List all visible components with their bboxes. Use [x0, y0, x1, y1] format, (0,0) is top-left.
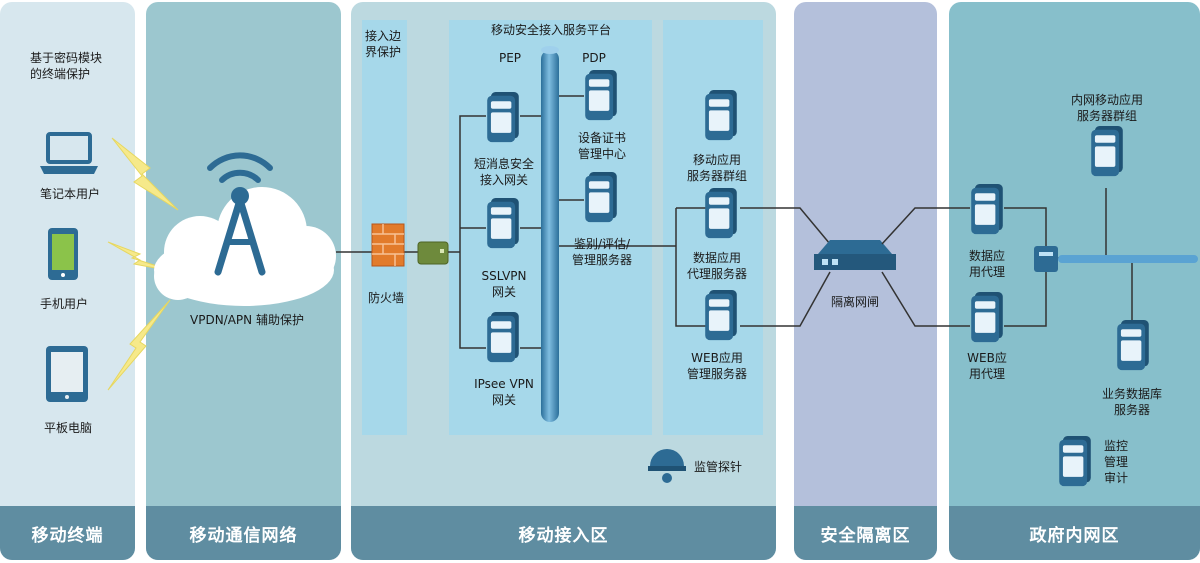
- zone-isolation-label: 安全隔离区: [794, 506, 937, 560]
- switch-icon: [417, 241, 449, 265]
- sslvpn-gateway-server-icon: [487, 198, 519, 249]
- sms-gateway-server-icon: [487, 92, 519, 143]
- monitor-label: 监管探针: [694, 460, 743, 474]
- intranet-cluster-label: 内网移动应用 服务器群组: [1070, 93, 1143, 123]
- web-proxy-icon: [971, 292, 1003, 343]
- mobile-app-cluster-server-icon: [705, 90, 737, 141]
- sms-gateway-label: 短消息安全 接入网关: [473, 157, 534, 187]
- biz-db-label: 业务数据库 服务器: [1101, 387, 1162, 417]
- cert-center-label: 设备证书 管理中心: [577, 131, 626, 161]
- antenna-top-icon: [231, 187, 249, 205]
- firewall-label: 防火墙: [367, 291, 404, 305]
- antenna-tower-icon: [207, 152, 273, 276]
- phone-icon: [48, 228, 78, 280]
- platform-title: 移动安全接入服务平台: [490, 23, 611, 37]
- web-proxy-label: WEB应 用代理: [967, 351, 1007, 381]
- zone-terminal-label: 移动终端: [0, 506, 135, 560]
- data-proxy-server-icon: [705, 188, 737, 239]
- vpdn-label: VPDN/APN 辅助保护: [190, 313, 304, 327]
- intranet-bus-pipe: [1058, 255, 1198, 263]
- monitor-probe-icon: [648, 449, 686, 483]
- lightning-bolt-1: [111, 137, 179, 211]
- data-proxy-icon: [971, 184, 1003, 235]
- auth-server-icon: [585, 172, 617, 223]
- pdp-label: PDP: [582, 51, 606, 65]
- zone-network-label: 移动通信网络: [146, 506, 341, 560]
- laptop-icon: [40, 132, 98, 174]
- intranet-switch-icon: [1034, 246, 1058, 272]
- gatekeeper-label: 隔离网闸: [830, 295, 879, 309]
- audit-label: 监控 管理 审计: [1104, 439, 1129, 485]
- lightning-bolt-3: [107, 299, 171, 391]
- terminal-header: 基于密码模块 的终端保护: [30, 51, 103, 81]
- cert-center-server-icon: [585, 70, 617, 121]
- intranet-cluster-server-icon: [1091, 126, 1123, 177]
- border-protection-title: 接入边 界保护: [365, 29, 402, 59]
- zone-access-label: 移动接入区: [351, 506, 776, 560]
- web-server-label: WEB应用 管理服务器: [686, 351, 747, 381]
- firewall-icon: [371, 223, 405, 267]
- laptop-label: 笔记本用户: [39, 187, 100, 201]
- mobile-app-cluster-label: 移动应用 服务器群组: [686, 153, 747, 183]
- pep-label: PEP: [498, 51, 522, 65]
- data-proxy-server-label: 数据应用 代理服务器: [686, 251, 747, 281]
- ipsec-label: IPsee VPN 网关: [474, 377, 534, 407]
- gatekeeper-icon: [814, 240, 896, 270]
- platform-bus-pipe: [541, 50, 559, 422]
- sslvpn-label: SSLVPN 网关: [481, 269, 527, 299]
- biz-db-server-icon: [1117, 320, 1149, 371]
- zone-terminal: 移动终端: [0, 2, 135, 560]
- ipsec-gateway-server-icon: [487, 312, 519, 363]
- audit-server-icon: [1059, 436, 1091, 487]
- data-proxy-label: 数据应 用代理: [968, 249, 1005, 279]
- phone-label: 手机用户: [39, 297, 88, 311]
- tablet-label: 平板电脑: [43, 421, 92, 435]
- auth-server-label: 鉴别/评估/ 管理服务器: [571, 237, 632, 267]
- web-server-icon: [705, 290, 737, 341]
- tablet-icon: [46, 346, 88, 402]
- zone-isolation: 安全隔离区: [794, 2, 937, 560]
- zone-intranet-label: 政府内网区: [949, 506, 1200, 560]
